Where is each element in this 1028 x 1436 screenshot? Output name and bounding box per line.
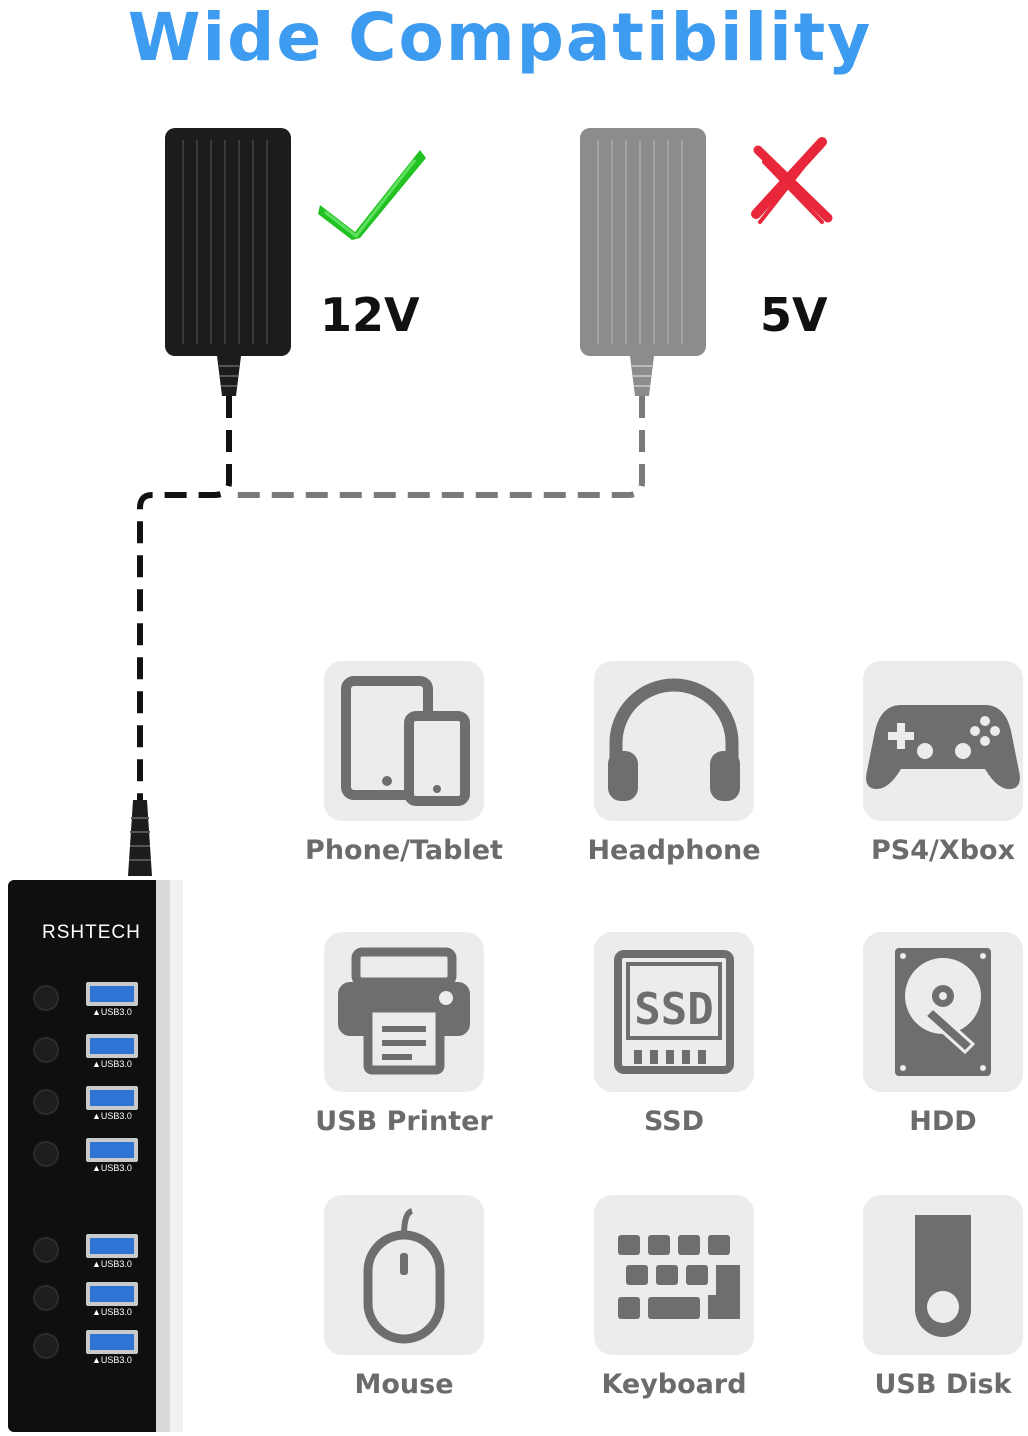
usb-port[interactable] <box>86 982 138 1006</box>
phone-tablet-tile <box>324 661 484 821</box>
usb-port-label: ▲USB3.0 <box>92 1163 132 1173</box>
hdd-icon <box>895 948 991 1076</box>
check-icon <box>318 150 426 240</box>
device-label-ssd: SSD <box>643 1106 705 1137</box>
device-label-usb-disk: USB Disk <box>874 1369 1012 1400</box>
device-label-keyboard: Keyboard <box>601 1369 747 1400</box>
ssd-tile: SSD <box>594 932 754 1092</box>
usb-port-slot <box>90 1334 134 1350</box>
gamepad-tile <box>863 661 1023 821</box>
usb-port[interactable] <box>86 1234 138 1258</box>
voltage-12v-label: 12V <box>320 288 420 342</box>
adapter-5v-image <box>580 128 706 396</box>
page-title: Wide Compatibility <box>127 0 873 76</box>
usb-port-label: ▲USB3.0 <box>92 1355 132 1365</box>
hub-port-switch-button[interactable] <box>33 1285 59 1311</box>
usb-port-label: ▲USB3.0 <box>92 1007 132 1017</box>
keyboard-icon <box>618 1235 740 1319</box>
usb-port-slot <box>90 1090 134 1106</box>
phone-tablet-icon <box>341 676 470 806</box>
device-label-usb-printer: USB Printer <box>315 1106 493 1137</box>
cable-5v <box>234 396 645 498</box>
printer-icon <box>338 947 470 1075</box>
hub-port-switch-button[interactable] <box>33 985 59 1011</box>
usb-port-slot <box>90 1142 134 1158</box>
device-label-ps4-xbox: PS4/Xbox <box>871 835 1015 866</box>
voltage-5v-label: 5V <box>760 288 828 342</box>
usb-port[interactable] <box>86 1282 138 1306</box>
usb-port[interactable] <box>86 1138 138 1162</box>
mouse-tile <box>324 1195 484 1355</box>
usb-port-label: ▲USB3.0 <box>92 1259 132 1269</box>
usb-port-slot <box>90 1286 134 1302</box>
hub-port-switch-button[interactable] <box>33 1237 59 1263</box>
usb-disk-tile <box>863 1195 1023 1355</box>
usb-port-label: ▲USB3.0 <box>92 1307 132 1317</box>
device-label-hdd: HDD <box>909 1106 977 1137</box>
hdd-tile <box>863 932 1023 1092</box>
device-label-phone-tablet: Phone/Tablet <box>305 835 503 866</box>
adapter-12v-image <box>165 128 291 396</box>
mouse-icon <box>363 1208 445 1344</box>
keyboard-tile <box>594 1195 754 1355</box>
headphone-icon <box>608 678 740 801</box>
hub-port-switch-button[interactable] <box>33 1333 59 1359</box>
gamepad-icon <box>866 705 1020 789</box>
usb-port[interactable] <box>86 1034 138 1058</box>
dc-plug <box>128 800 152 876</box>
usb-port-label: ▲USB3.0 <box>92 1111 132 1121</box>
device-label-headphone: Headphone <box>587 835 761 866</box>
usb-port-slot <box>90 986 134 1002</box>
svg-text:SSD: SSD <box>634 984 713 1035</box>
ssd-icon: SSD <box>614 950 734 1074</box>
usb-port[interactable] <box>86 1086 138 1110</box>
usb-port-slot <box>90 1038 134 1054</box>
hub-brand: RSHTECH <box>42 922 141 943</box>
cable-12v <box>137 396 232 808</box>
usb-disk-icon <box>915 1215 971 1337</box>
usb-port-label: ▲USB3.0 <box>92 1059 132 1069</box>
headphone-tile <box>594 661 754 821</box>
usb-port-slot <box>90 1238 134 1254</box>
hub-port-switch-button[interactable] <box>33 1141 59 1167</box>
hub-port-switch-button[interactable] <box>33 1089 59 1115</box>
usb-port[interactable] <box>86 1330 138 1354</box>
cross-icon <box>751 137 833 224</box>
device-label-mouse: Mouse <box>354 1369 454 1400</box>
printer-tile <box>324 932 484 1092</box>
hub-port-switch-button[interactable] <box>33 1037 59 1063</box>
